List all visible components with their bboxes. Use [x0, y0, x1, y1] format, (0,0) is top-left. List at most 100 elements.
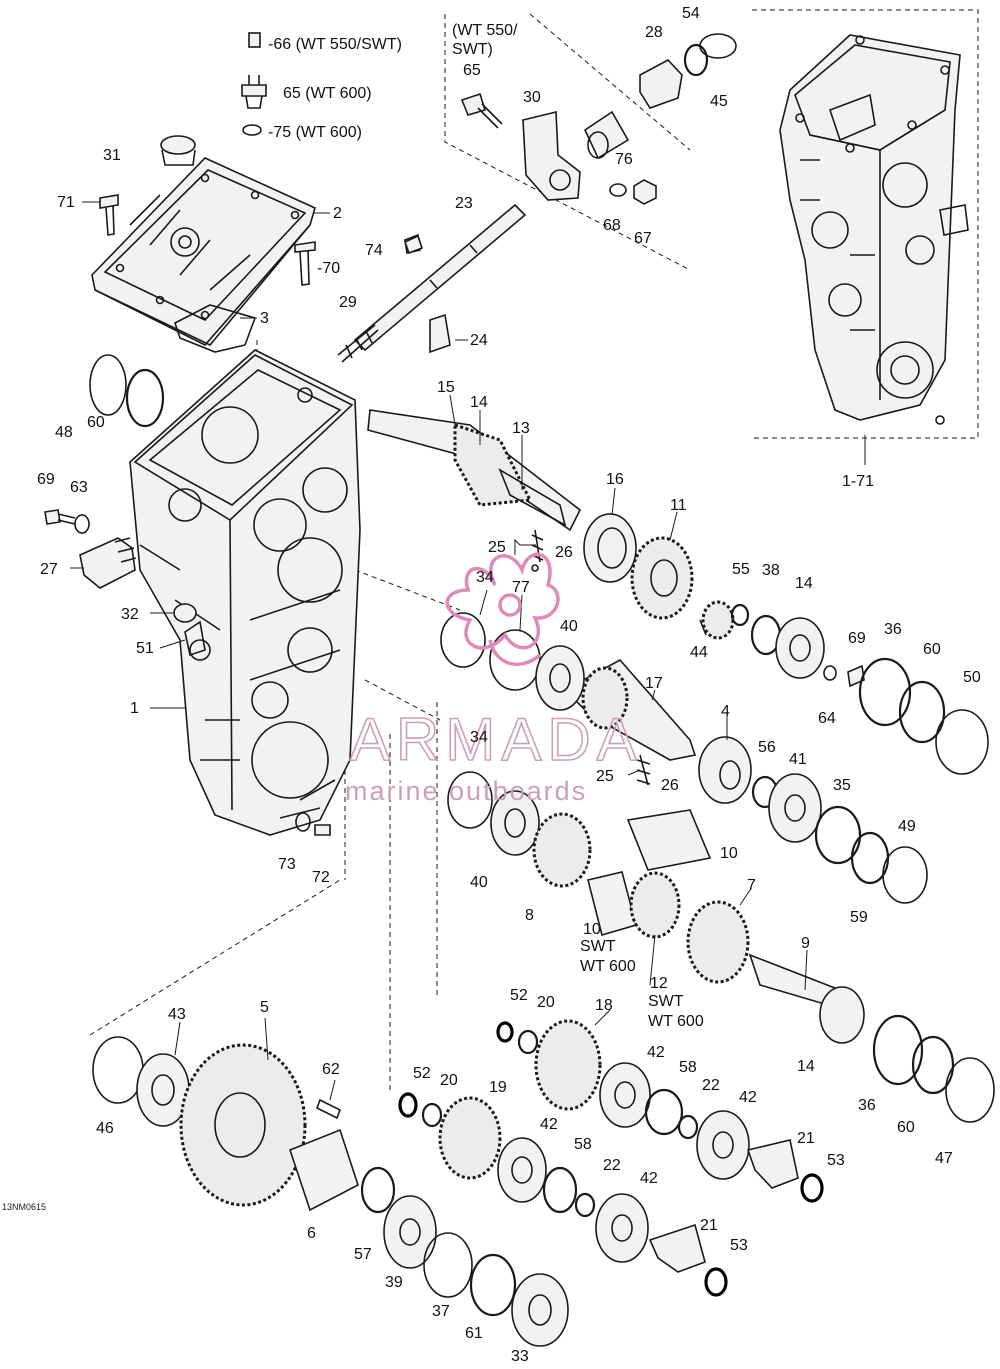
gearcase-housing [129, 349, 361, 836]
small-parts-left [44, 234, 424, 836]
top-cover [91, 157, 316, 346]
callout-33: 33 [511, 1348, 529, 1365]
callout-28: 28 [645, 24, 663, 41]
callout-42a: 42 [647, 1044, 665, 1061]
callout-43: 43 [168, 1006, 186, 1023]
callout-18: 18 [595, 997, 613, 1014]
callout-5: 5 [260, 999, 269, 1016]
callout-9: 9 [801, 935, 810, 952]
note-75: -75 (WT 600) [268, 124, 362, 141]
callout-72: 72 [312, 869, 330, 886]
callout-14b: 14 [795, 575, 813, 592]
callout-68: 68 [603, 217, 621, 234]
note-swt-a: SWT [580, 938, 616, 955]
callout-26a: 26 [555, 544, 573, 561]
callout-60c: 60 [897, 1119, 915, 1136]
callout-7: 7 [747, 877, 756, 894]
callout-35: 35 [833, 777, 851, 794]
callout-53b: 53 [730, 1237, 748, 1254]
callout-45: 45 [710, 93, 728, 110]
gear-set-upper [583, 513, 989, 775]
callout-39: 39 [385, 1274, 403, 1291]
shift-bracket [460, 33, 737, 205]
callout-21b: 21 [700, 1217, 718, 1234]
callout-71: 71 [57, 194, 75, 211]
callout-51: 51 [136, 640, 154, 657]
gear-set-middle [440, 612, 928, 904]
variant-notes: -66 (WT 550/SWT) 65 (WT 600) -75 (WT 600… [2, 22, 704, 1212]
callout-34b: 34 [470, 729, 488, 746]
callout-61: 61 [465, 1325, 483, 1342]
note-66: -66 (WT 550/SWT) [268, 36, 402, 53]
callout-36b: 36 [858, 1097, 876, 1114]
gasket [174, 304, 257, 353]
callout-13: 13 [512, 420, 530, 437]
note-wt600-a: WT 600 [580, 958, 636, 975]
callout-60a: 60 [87, 414, 105, 431]
note-box-line1: (WT 550/ [452, 22, 518, 39]
callout-47: 47 [935, 1150, 953, 1167]
callout-1-71: 1-71 [842, 473, 874, 490]
callout-17: 17 [645, 675, 663, 692]
callout-62: 62 [322, 1061, 340, 1078]
callout-32: 32 [121, 606, 139, 623]
callout-23: 23 [455, 195, 473, 212]
gear-set-bottom [92, 1036, 569, 1347]
callout-25a: 25 [488, 539, 506, 556]
callout-14c: 14 [797, 1058, 815, 1075]
leader-lines [70, 201, 866, 1101]
callout-52b: 52 [413, 1065, 431, 1082]
callout-74: 74 [365, 242, 383, 259]
oil-pressure-switch [241, 32, 267, 136]
callout-21a: 21 [797, 1130, 815, 1147]
callout-53a: 53 [827, 1152, 845, 1169]
callout-58b: 58 [574, 1136, 592, 1153]
drive-shaft-assembly [367, 409, 582, 532]
callout-26b: 26 [661, 777, 679, 794]
reverse-gear-chain-lower [398, 1092, 728, 1297]
callout-44: 44 [690, 644, 708, 661]
note-swt-b: SWT [648, 993, 684, 1010]
callout-2: 2 [333, 205, 342, 222]
armada-watermark: ARMADA marine outboards [345, 552, 643, 806]
callout-38: 38 [762, 562, 780, 579]
callout-60b: 60 [923, 641, 941, 658]
callout-12: 12 [650, 975, 668, 992]
callout-24: 24 [470, 332, 488, 349]
callout-19: 19 [489, 1079, 507, 1096]
callout-73: 73 [278, 856, 296, 873]
callout-77: 77 [512, 579, 530, 596]
callout-67: 67 [634, 230, 652, 247]
callout-11: 11 [670, 497, 687, 514]
note-box-line2: SWT) [452, 41, 493, 58]
callout-34a: 34 [476, 569, 494, 586]
note-65: 65 (WT 600) [283, 85, 372, 102]
note-wt600-b: WT 600 [648, 1013, 704, 1030]
callout-15: 15 [437, 379, 455, 396]
callout-30: 30 [523, 89, 541, 106]
callout-16: 16 [606, 471, 624, 488]
callout-14a: 14 [470, 394, 488, 411]
callout-58a: 58 [679, 1059, 697, 1076]
callout-31: 31 [103, 147, 121, 164]
callout-42b: 42 [739, 1089, 757, 1106]
cover-screws [99, 194, 316, 286]
callout-20a: 20 [537, 994, 555, 1011]
callout-1: 1 [130, 700, 139, 717]
callout-65: 65 [463, 62, 481, 79]
callout-3: 3 [260, 310, 269, 327]
watermark-name: ARMADA [350, 706, 643, 773]
callout-20b: 20 [440, 1072, 458, 1089]
callout-69b: 69 [848, 630, 866, 647]
callout-76: 76 [615, 151, 633, 168]
callout-59: 59 [850, 909, 868, 926]
callout-4: 4 [721, 703, 730, 720]
callout-55: 55 [732, 561, 750, 578]
callout-29: 29 [339, 294, 357, 311]
callout-10a: 10 [720, 845, 738, 862]
drain-plug [160, 135, 196, 166]
callout-52a: 52 [510, 987, 528, 1004]
callout-70: -70 [317, 260, 340, 277]
callout-22a: 22 [702, 1077, 720, 1094]
